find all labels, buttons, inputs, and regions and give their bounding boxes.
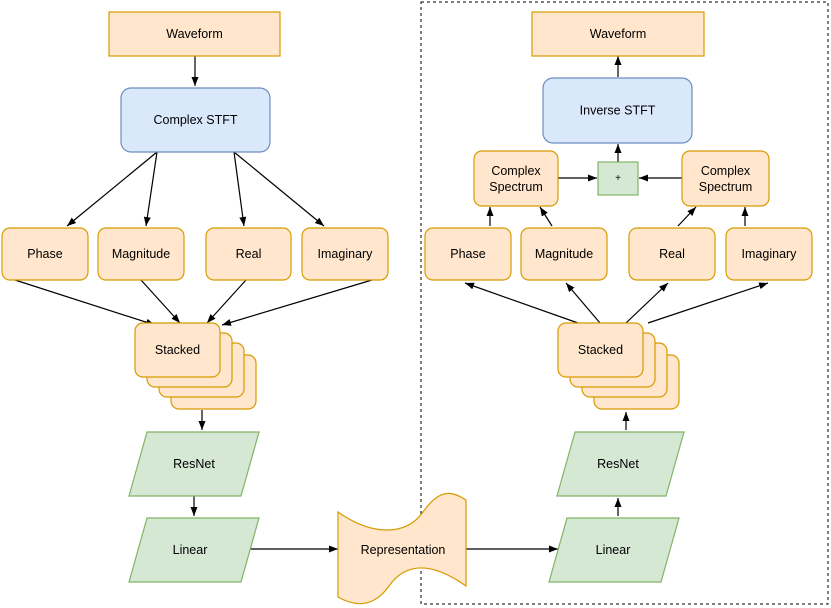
representation-node: Representation [337, 492, 467, 605]
encoder-real-node: Real [205, 227, 292, 281]
edge-stacked-imaginary [647, 282, 769, 324]
edge-stft-magnitude [143, 151, 158, 227]
decoder-spectrum-right-node: Complex Spectrum [681, 150, 770, 207]
decoder-spectrum-right-line2: Spectrum [699, 180, 753, 194]
decoder-stacked-label: Stacked [578, 343, 623, 357]
decoder-phase-node: Phase [424, 227, 512, 281]
decoder-waveform-label: Waveform [590, 27, 647, 41]
encoder-imaginary-node: Imaginary [301, 227, 389, 281]
decoder-real-node: Real [628, 227, 716, 281]
representation-label: Representation [361, 543, 446, 557]
encoder-waveform-label: Waveform [166, 27, 223, 41]
edge-stft-imaginary [233, 151, 325, 227]
encoder-stft-label: Complex STFT [153, 113, 237, 127]
edge-stft-phase [66, 151, 158, 227]
encoder-waveform-node: Waveform [108, 11, 281, 57]
decoder-phase-label: Phase [450, 247, 485, 261]
edges [14, 56, 769, 553]
decoder-spectrum-left-line1: Complex [491, 164, 541, 178]
decoder-imaginary-label: Imaginary [742, 247, 798, 261]
decoder-resnet-node: ResNet [556, 431, 685, 497]
encoder-linear-node: Linear [128, 517, 260, 583]
decoder-istft-node: Inverse STFT [542, 77, 693, 144]
encoder: Waveform Complex STFT Phase Magnitude Re… [1, 11, 389, 583]
decoder-frame [420, 1, 829, 605]
edge-stft-real [233, 151, 247, 227]
decoder-imaginary-node: Imaginary [725, 227, 813, 281]
edge-stacked-real [625, 282, 669, 324]
edge-real-stacked [206, 279, 247, 324]
encoder-real-label: Real [236, 247, 262, 261]
decoder-waveform-node: Waveform [531, 11, 705, 57]
decoder-plus-node: + [597, 161, 639, 196]
edge-imaginary-stacked [221, 279, 373, 326]
encoder-stacked-node: Stacked [134, 322, 257, 410]
edge-magnitude-stacked [140, 279, 181, 324]
edge-magnitude-spectrum-left [539, 206, 553, 227]
decoder-real-label: Real [659, 247, 685, 261]
decoder-resnet-label: ResNet [597, 457, 639, 471]
encoder-imaginary-label: Imaginary [318, 247, 374, 261]
decoder-stacked-node: Stacked [557, 322, 680, 410]
encoder-resnet-label: ResNet [173, 457, 215, 471]
encoder-phase-node: Phase [1, 227, 89, 281]
decoder-plus-label: + [615, 173, 621, 184]
decoder-linear-label: Linear [596, 543, 631, 557]
encoder-stft-node: Complex STFT [120, 87, 271, 153]
decoder-magnitude-label: Magnitude [535, 247, 593, 261]
encoder-stacked-label: Stacked [155, 343, 200, 357]
edge-phase-stacked [14, 279, 156, 326]
encoder-magnitude-node: Magnitude [97, 227, 185, 281]
decoder-istft-label: Inverse STFT [580, 104, 656, 118]
decoder-spectrum-left-line2: Spectrum [489, 180, 543, 194]
encoder-magnitude-label: Magnitude [112, 247, 170, 261]
encoder-linear-label: Linear [173, 543, 208, 557]
decoder-magnitude-node: Magnitude [520, 227, 608, 281]
decoder-linear-node: Linear [548, 517, 680, 583]
edge-stacked-phase [464, 282, 579, 324]
decoder-spectrum-right-line1: Complex [701, 164, 751, 178]
encoder-resnet-node: ResNet [128, 431, 260, 497]
decoder-spectrum-left-node: Complex Spectrum [473, 150, 559, 207]
edge-real-spectrum-right [677, 206, 697, 227]
decoder: Linear ResNet Stacked Phase Magnitude Re… [424, 11, 813, 583]
edge-stacked-magnitude [565, 282, 601, 324]
encoder-phase-label: Phase [27, 247, 62, 261]
